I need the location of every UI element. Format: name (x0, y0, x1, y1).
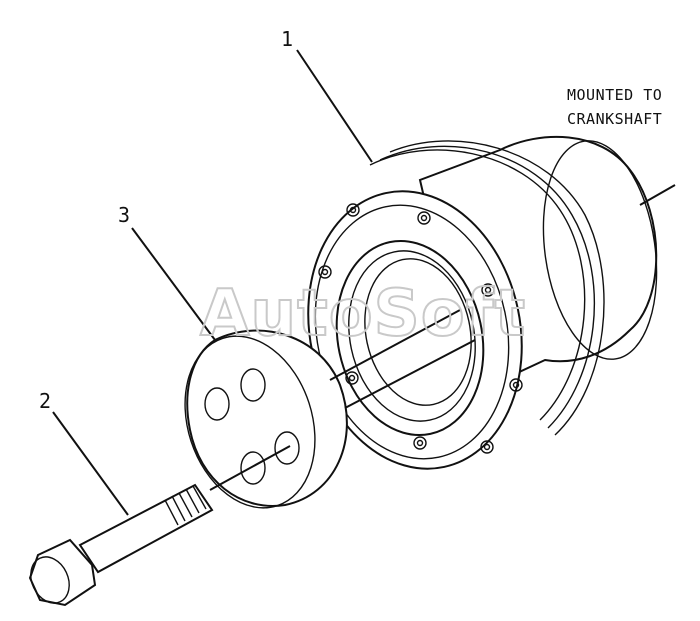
callout-3: 3 (118, 203, 130, 227)
flange-bolt-hole (413, 436, 427, 450)
note-line-2: CRANKSHAFT (567, 110, 662, 128)
callout-1: 1 (281, 27, 293, 51)
note-line-1: MOUNTED TO (567, 86, 662, 104)
watermark: AutoSoft (200, 277, 526, 351)
flange-bolt-hole (346, 203, 360, 217)
plate-hole (240, 451, 266, 485)
flange-bolt-hole (509, 378, 523, 392)
flange-bolt-hole (480, 440, 494, 454)
flange-bolt-hole (318, 265, 332, 279)
leader-line-3 (131, 227, 216, 341)
flange-bolt-hole (417, 211, 431, 225)
plate-hole (204, 387, 230, 421)
assembly-lines (209, 309, 476, 491)
callout-2: 2 (39, 389, 51, 413)
flange-bolt-hole (481, 283, 495, 297)
part-2-bolt (28, 483, 214, 607)
flange-bolt-hole (345, 371, 359, 385)
plate-hole (240, 368, 266, 402)
plate-hole (274, 431, 300, 465)
part-3-spacer-plate (184, 329, 348, 509)
leader-line-2 (52, 411, 129, 516)
leader-line-1 (296, 49, 373, 163)
